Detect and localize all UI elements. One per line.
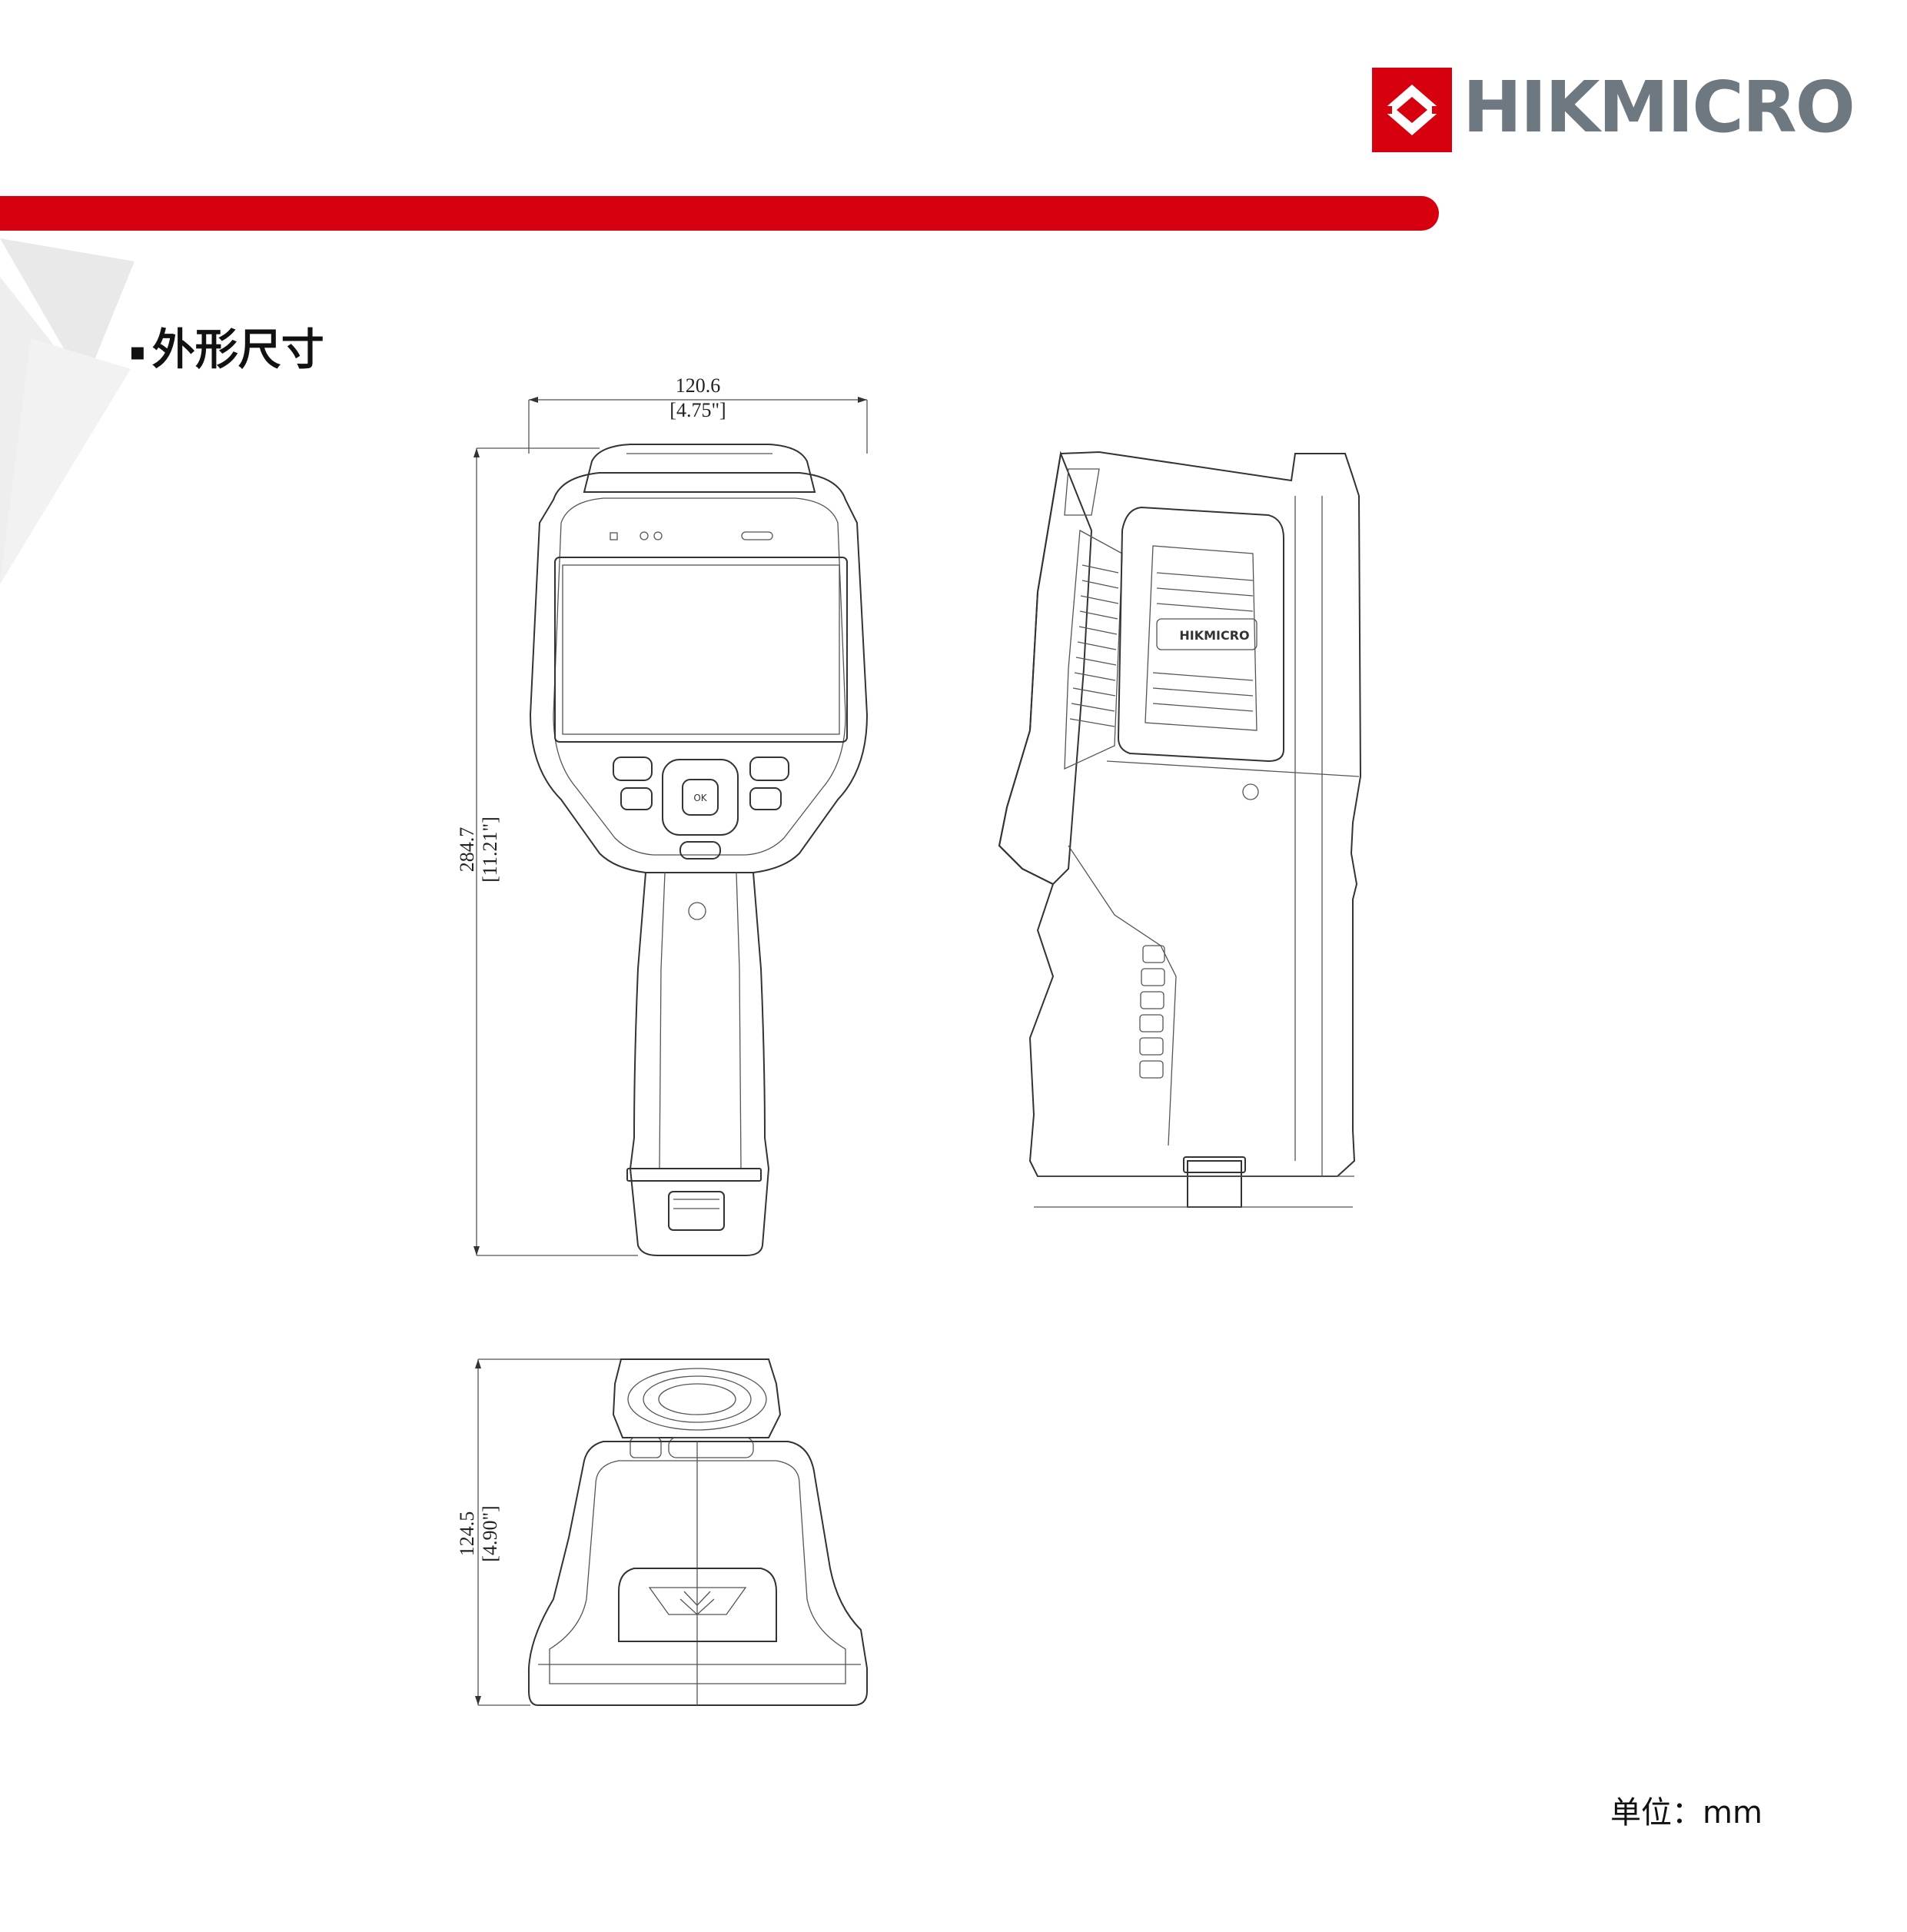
side-view-drawing: HIKMICRO	[998, 451, 1362, 1208]
header-red-bar	[0, 196, 1439, 231]
height-mm-label: 284.7	[456, 827, 478, 873]
depth-mm-label: 124.5	[456, 1511, 478, 1557]
brand-name: HIKMICRO	[1463, 66, 1856, 148]
width-mm-label: 120.6	[676, 374, 721, 397]
width-in-label: [4.75"]	[669, 399, 726, 421]
side-brand-mark: HIKMICRO	[1179, 628, 1249, 643]
ok-button-label: OK	[693, 793, 707, 803]
depth-in-label: [4.90"]	[479, 1505, 501, 1561]
section-title-text: 外形尺寸	[151, 325, 324, 375]
bottom-view-drawing: 124.5 [4.90"]	[456, 1358, 868, 1706]
height-in-label: [11.21"]	[479, 816, 501, 882]
front-view-drawing: 120.6 [4.75"] 284.7 [11.21"] OK	[456, 374, 869, 1256]
section-title: ▪外形尺寸	[129, 315, 324, 377]
unit-label: 单位：mm	[1610, 1795, 1762, 1831]
decorative-shapes	[0, 238, 135, 584]
hikmicro-logo-icon	[1372, 68, 1452, 152]
section-bullet: ▪	[129, 337, 146, 366]
